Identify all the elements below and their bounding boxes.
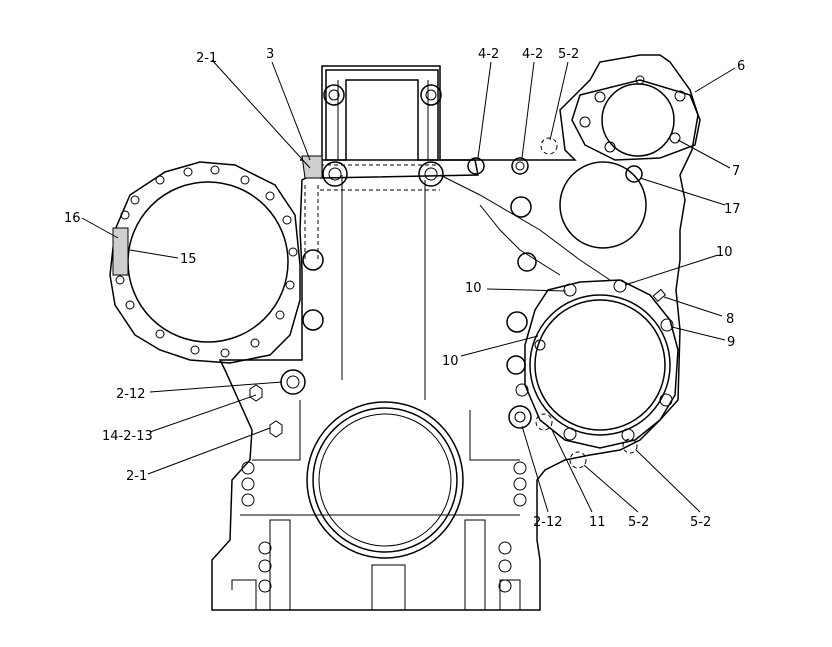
callout-9: 9 — [727, 335, 735, 350]
callout-6: 6 — [737, 59, 745, 74]
callout-2-12-left: 2-12 — [116, 387, 146, 402]
callout-2-12-bottom: 2-12 — [533, 515, 563, 530]
right-gear-housing — [439, 137, 647, 281]
upper-right-flange — [571, 75, 701, 161]
callout-4-2-a: 4-2 — [478, 47, 499, 62]
callout-7: 7 — [732, 164, 740, 179]
callout-17: 17 — [724, 202, 741, 217]
callout-14-2-13: 14-2-13 — [102, 429, 153, 444]
left-plate-bolt-holes — [115, 165, 298, 358]
leader-lines — [81, 59, 736, 513]
center-crank-opening — [306, 401, 464, 559]
dashed-gasket-channel — [304, 164, 440, 260]
left-opening-plate — [109, 161, 301, 364]
callout-5-2-top: 5-2 — [558, 47, 579, 62]
callout-8: 8 — [726, 312, 734, 327]
housing-outline — [211, 54, 699, 611]
callout-11: 11 — [589, 515, 606, 530]
callout-3: 3 — [266, 47, 274, 62]
right-side-bolts — [506, 311, 638, 469]
callout-5-2-right: 5-2 — [690, 515, 711, 530]
lower-right-bolts — [498, 461, 527, 593]
callout-2-1-bottom: 2-1 — [126, 469, 147, 484]
callout-2-1-top: 2-1 — [196, 51, 217, 66]
callout-16: 16 — [64, 211, 81, 226]
callout-5-2-bottom: 5-2 — [628, 515, 649, 530]
callout-15: 15 — [180, 252, 197, 267]
lower-left-bolts — [241, 461, 272, 593]
right-opening-plate — [515, 279, 679, 449]
callout-10-left: 10 — [465, 281, 482, 296]
callout-labels: 2-1 3 4-2 4-2 5-2 6 7 17 16 15 10 10 8 9… — [64, 47, 745, 530]
upper-rail — [300, 155, 529, 187]
callout-4-2-b: 4-2 — [522, 47, 543, 62]
top-bracket — [323, 69, 442, 161]
callout-10-low: 10 — [442, 354, 459, 369]
callout-10-right: 10 — [716, 245, 733, 260]
